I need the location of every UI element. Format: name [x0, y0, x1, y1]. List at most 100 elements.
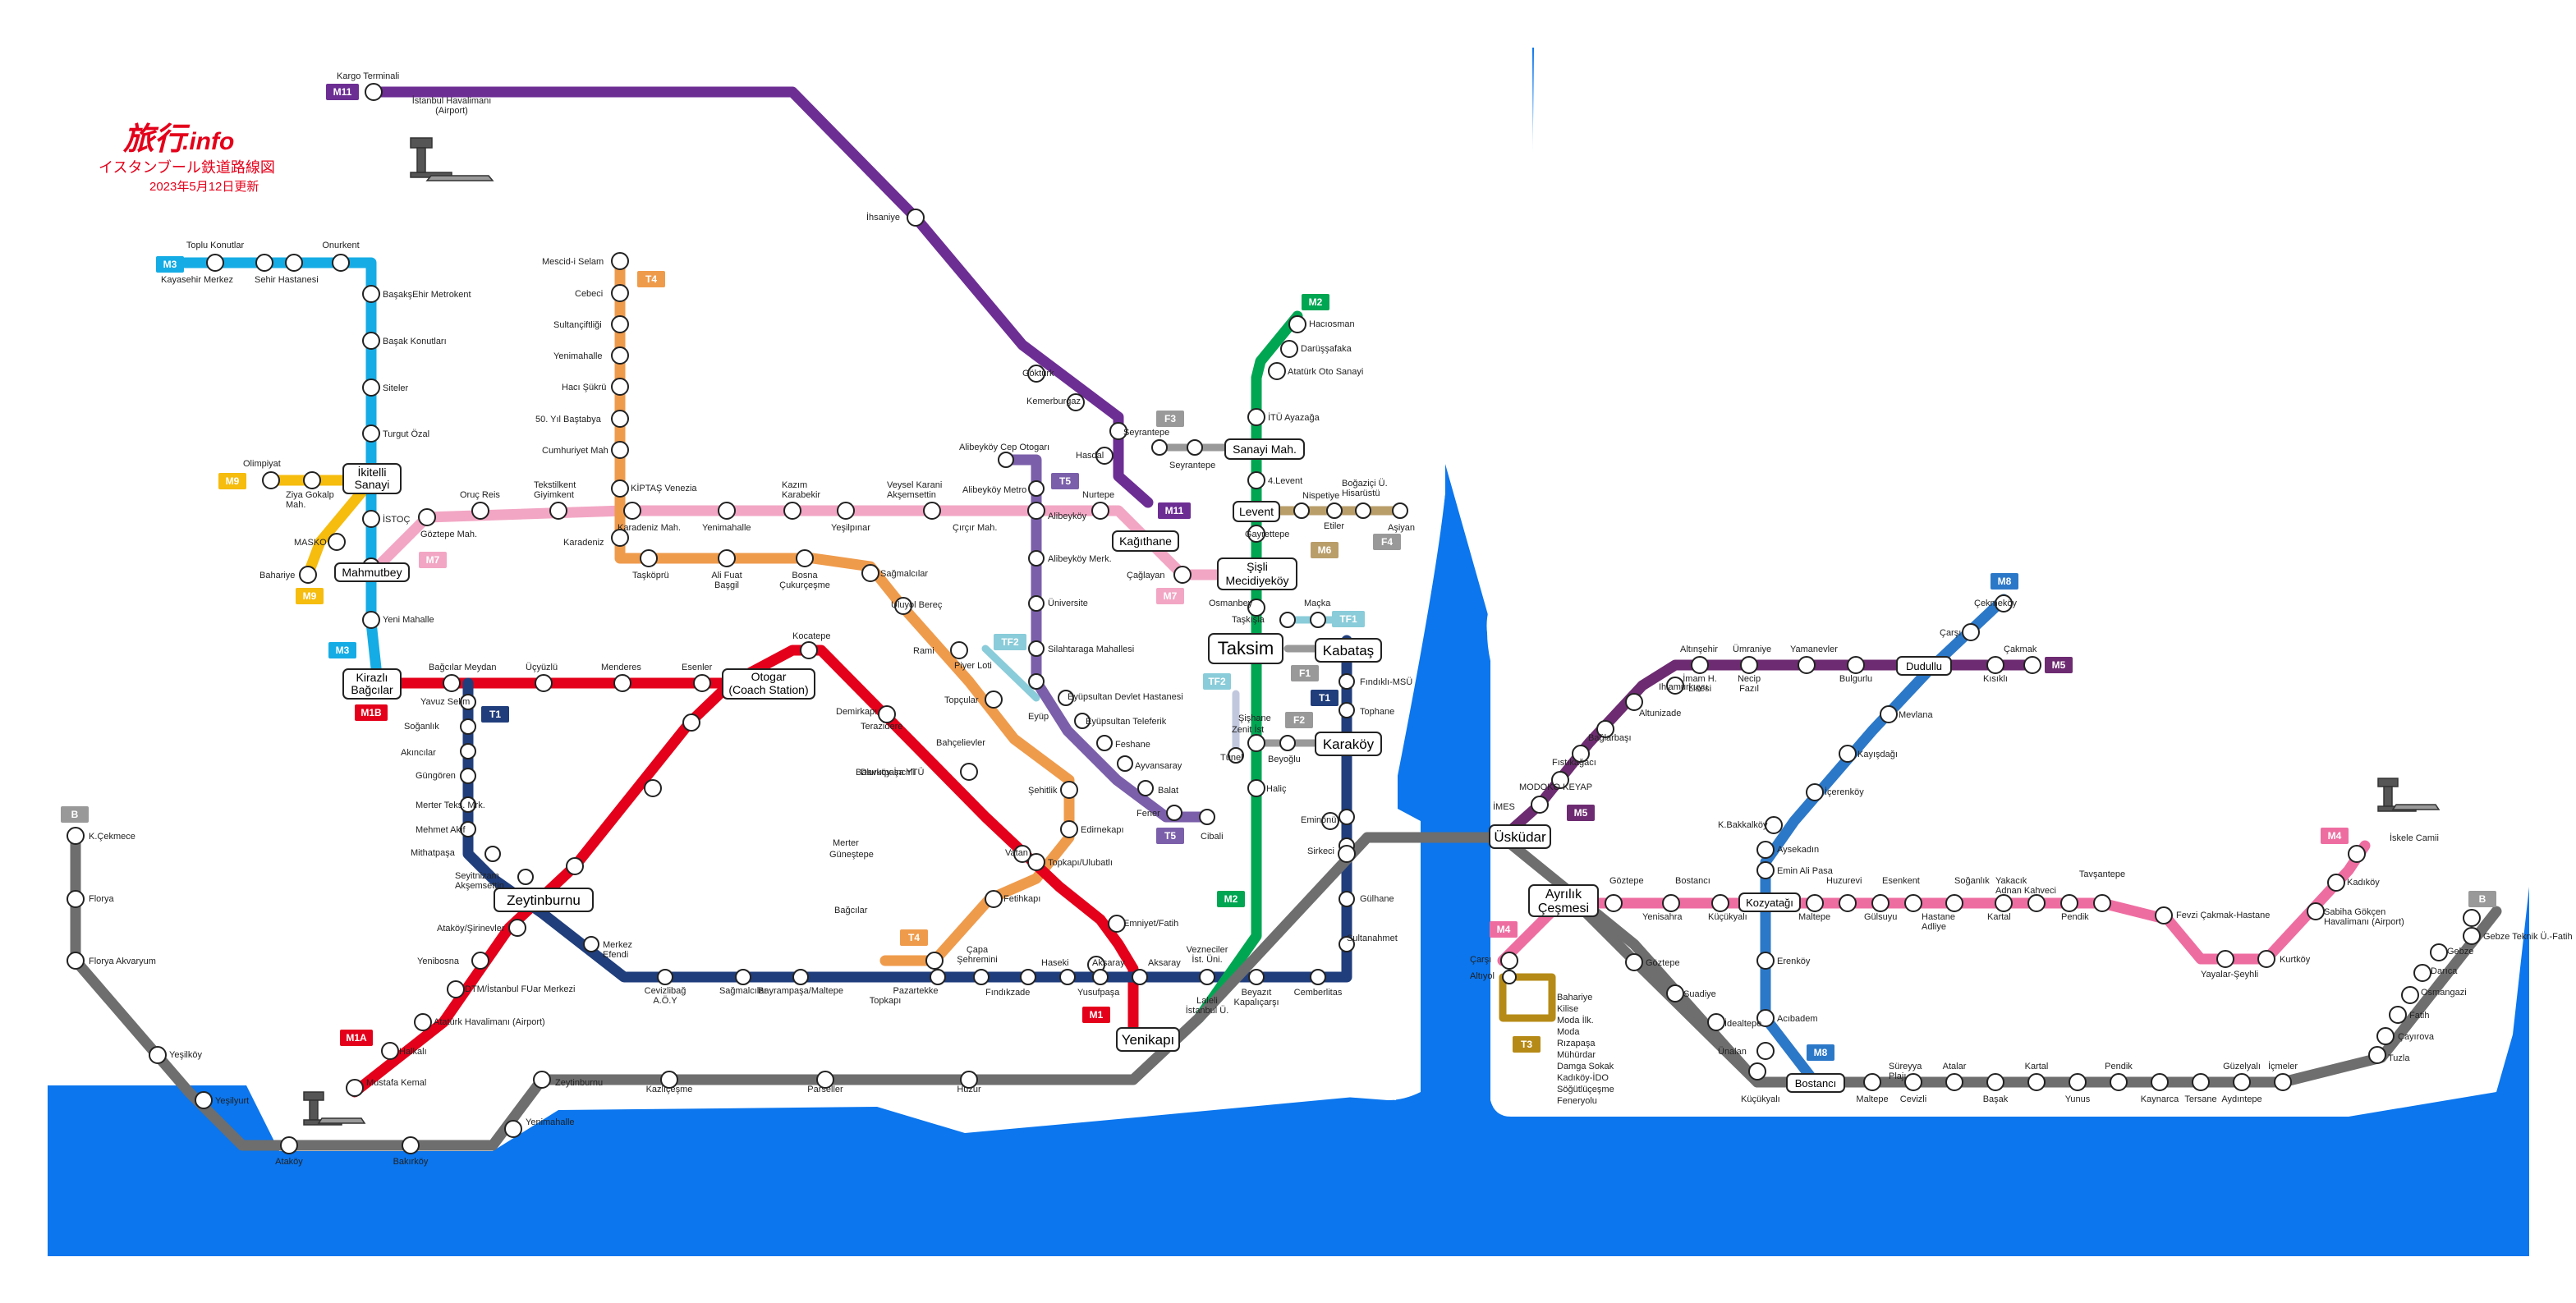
station-marker[interactable]	[195, 1091, 213, 1109]
station-marker[interactable]	[2027, 1073, 2046, 1091]
station-marker[interactable]	[1392, 502, 1408, 519]
station-marker[interactable]	[1247, 525, 1265, 543]
station-marker[interactable]	[2430, 943, 2448, 961]
station-marker[interactable]	[1028, 640, 1045, 657]
station-marker[interactable]	[1904, 894, 1922, 912]
station-marker[interactable]	[861, 564, 879, 582]
station-marker[interactable]	[1199, 809, 1215, 825]
station-marker[interactable]	[1247, 734, 1265, 752]
station-marker[interactable]	[783, 502, 801, 520]
station-marker[interactable]	[1666, 677, 1684, 695]
station-marker[interactable]	[1132, 969, 1148, 985]
station-marker[interactable]	[1995, 594, 2013, 613]
station-marker[interactable]	[1091, 502, 1109, 520]
station-marker[interactable]	[1756, 841, 1775, 859]
station-marker[interactable]	[206, 254, 224, 272]
station-marker[interactable]	[460, 718, 476, 735]
station-marker[interactable]	[1228, 747, 1244, 764]
station-marker[interactable]	[332, 254, 350, 272]
station-marker[interactable]	[925, 952, 944, 970]
station-marker[interactable]	[792, 969, 809, 985]
station-marker[interactable]	[2023, 656, 2041, 674]
station-marker[interactable]	[365, 83, 383, 101]
station-marker[interactable]	[2192, 1073, 2210, 1091]
station-marker[interactable]	[960, 763, 978, 781]
station-marker[interactable]	[566, 857, 584, 875]
station-marker[interactable]	[262, 471, 280, 489]
hub[interactable]: Yenikapı	[1116, 1027, 1180, 1052]
station-marker[interactable]	[285, 254, 303, 272]
station-marker[interactable]	[2327, 874, 2345, 892]
station-marker[interactable]	[1500, 952, 1518, 970]
hub[interactable]: Bostancı	[1786, 1073, 1845, 1093]
station-marker[interactable]	[1247, 471, 1265, 489]
station-marker[interactable]	[1839, 894, 1857, 912]
station-marker[interactable]	[1339, 673, 1355, 690]
station-marker[interactable]	[1945, 1073, 1963, 1091]
station-marker[interactable]	[2368, 1046, 2386, 1064]
station-marker[interactable]	[1166, 805, 1182, 821]
station-marker[interactable]	[998, 452, 1014, 468]
station-marker[interactable]	[1247, 779, 1265, 797]
station-marker[interactable]	[255, 254, 273, 272]
station-marker[interactable]	[1765, 816, 1783, 834]
station-marker[interactable]	[682, 713, 700, 732]
station-marker[interactable]	[660, 1071, 678, 1089]
station-marker[interactable]	[381, 1042, 399, 1060]
station-marker[interactable]	[1756, 952, 1775, 970]
station-marker[interactable]	[1339, 702, 1355, 718]
station-marker[interactable]	[1117, 755, 1133, 772]
station-marker[interactable]	[1798, 656, 1816, 674]
station-marker[interactable]	[1880, 705, 1898, 723]
station-marker[interactable]	[1326, 502, 1343, 519]
station-marker[interactable]	[1847, 656, 1865, 674]
station-marker[interactable]	[611, 315, 629, 333]
station-marker[interactable]	[1268, 362, 1286, 380]
station-marker[interactable]	[328, 533, 346, 551]
station-marker[interactable]	[1986, 656, 2004, 674]
station-marker[interactable]	[1756, 1009, 1775, 1027]
station-marker[interactable]	[1060, 781, 1078, 799]
station-marker[interactable]	[1666, 984, 1684, 1002]
station-marker[interactable]	[1962, 623, 1980, 641]
station-marker[interactable]	[2274, 1073, 2292, 1091]
hub[interactable]: Zeytinburnu	[494, 888, 594, 912]
station-marker[interactable]	[1502, 970, 1517, 984]
station-marker[interactable]	[460, 821, 476, 837]
hub[interactable]: Üsküdar	[1489, 824, 1551, 849]
station-marker[interactable]	[346, 1079, 364, 1097]
station-marker[interactable]	[1339, 891, 1355, 907]
station-marker[interactable]	[67, 827, 85, 845]
station-marker[interactable]	[2413, 964, 2431, 982]
station-marker[interactable]	[1059, 969, 1076, 985]
station-marker[interactable]	[1058, 690, 1074, 706]
station-marker[interactable]	[1995, 894, 2013, 912]
station-marker[interactable]	[2463, 909, 2481, 927]
station-marker[interactable]	[362, 332, 380, 350]
station-marker[interactable]	[533, 1071, 551, 1089]
station-marker[interactable]	[1986, 1073, 2004, 1091]
station-marker[interactable]	[299, 566, 317, 584]
station-marker[interactable]	[1151, 439, 1168, 456]
station-marker[interactable]	[1839, 745, 1857, 763]
station-marker[interactable]	[1020, 969, 1036, 985]
station-marker[interactable]	[1199, 969, 1215, 985]
station-marker[interactable]	[362, 611, 380, 629]
station-marker[interactable]	[2307, 902, 2325, 920]
station-marker[interactable]	[796, 549, 814, 567]
station-marker[interactable]	[611, 410, 629, 428]
station-marker[interactable]	[1108, 915, 1126, 933]
station-marker[interactable]	[800, 641, 818, 659]
station-marker[interactable]	[2376, 1027, 2395, 1045]
station-marker[interactable]	[1707, 1013, 1725, 1031]
station-marker[interactable]	[303, 471, 321, 489]
station-marker[interactable]	[1756, 861, 1775, 879]
station-marker[interactable]	[657, 969, 673, 985]
station-marker[interactable]	[611, 441, 629, 459]
station-marker[interactable]	[362, 510, 380, 528]
station-marker[interactable]	[878, 705, 896, 723]
station-marker[interactable]	[611, 252, 629, 270]
